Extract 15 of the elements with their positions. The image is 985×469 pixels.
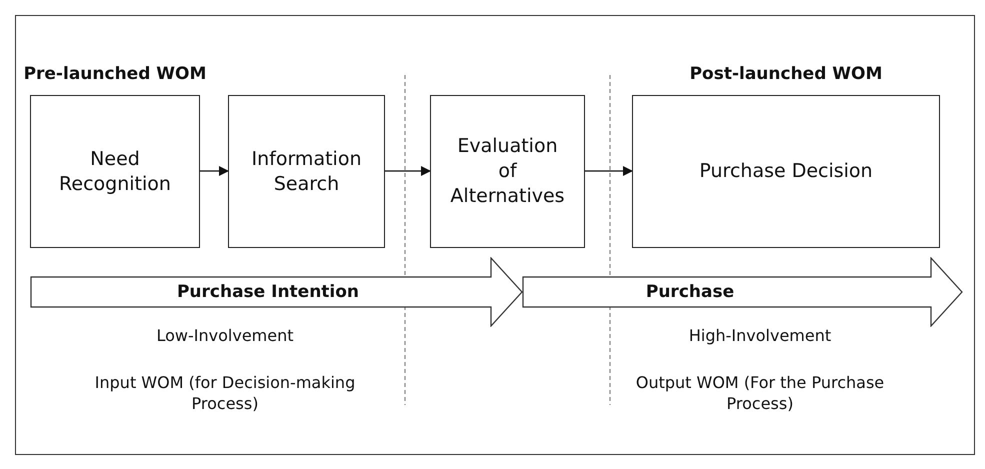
section-heading: Post-launched WOM	[688, 63, 884, 86]
process-box: Need Recognition	[30, 95, 200, 248]
process-box: Evaluation of Alternatives	[430, 95, 585, 248]
note: High-Involvement	[688, 326, 832, 347]
arrow	[385, 166, 431, 176]
note: Low-Involvement	[156, 326, 294, 347]
process-box: Information Search	[228, 95, 385, 248]
section-heading: Pre-launched WOM	[22, 63, 208, 86]
arrow	[200, 166, 229, 176]
note: Input WOM (for Decision-making Process)	[94, 373, 356, 415]
process-box: Purchase Decision	[632, 95, 940, 248]
arrow-label: Purchase Intention	[176, 282, 360, 302]
note: Output WOM (For the Purchase Process)	[634, 373, 886, 415]
arrow-label: Purchase	[646, 282, 734, 302]
arrow	[585, 166, 633, 176]
